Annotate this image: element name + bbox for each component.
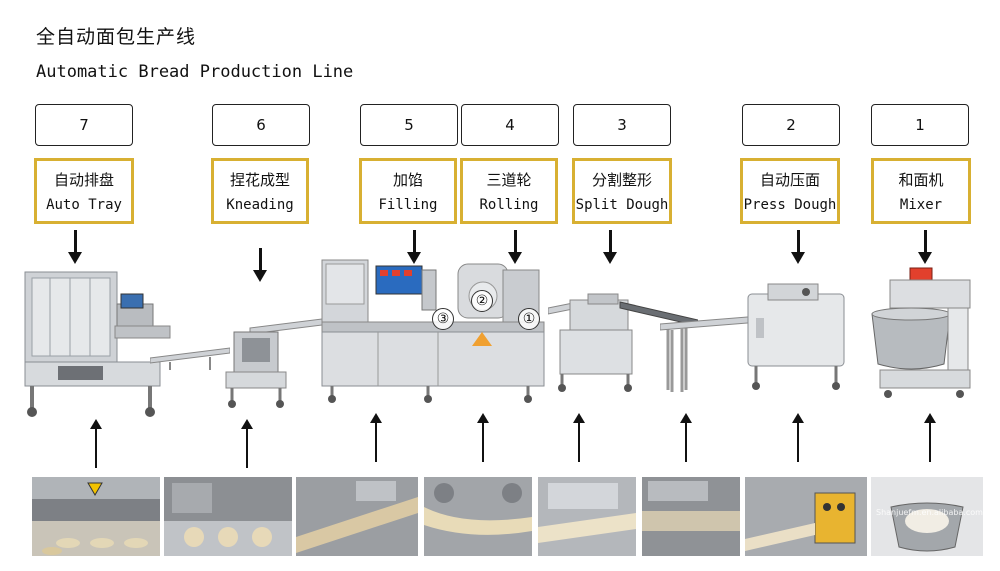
- up-arrow-icon: [241, 419, 253, 468]
- photo-auto-tray: [32, 477, 160, 556]
- stage-label-filling: 加馅 Filling: [359, 158, 457, 224]
- stage-label-en: Filling: [378, 197, 438, 213]
- photo-filling: [296, 477, 418, 556]
- down-arrow-icon: [791, 230, 805, 264]
- stage-label-en: Split Dough: [575, 197, 669, 213]
- tray-conveyor: [150, 347, 230, 370]
- roller-marker-label: ③: [436, 311, 450, 327]
- photo-split-dough: [538, 477, 636, 556]
- stage-number-label: 6: [256, 116, 266, 134]
- stage-number-7: 7: [35, 104, 133, 146]
- stage-label-en: Auto Tray: [46, 197, 122, 213]
- stage-label-en: Kneading: [226, 197, 294, 213]
- stage-label-cn: 捏花成型: [229, 171, 290, 189]
- down-arrow-icon: [918, 230, 932, 264]
- stage-label-cn: 分割整形: [591, 171, 652, 189]
- roller-marker-label: ①: [522, 311, 536, 327]
- stage-label-split-dough: 分割整形 Split Dough: [572, 158, 672, 224]
- up-arrow-icon: [90, 419, 102, 468]
- stage-label-en: Press Dough: [743, 197, 837, 213]
- stage-label-mixer: 和面机 Mixer: [871, 158, 971, 224]
- up-arrow-icon: [573, 413, 585, 462]
- stage-number-1: 1: [871, 104, 969, 146]
- split-dough-machine: [548, 293, 698, 392]
- stage-label-press-dough: 自动压面 Press Dough: [740, 158, 840, 224]
- down-arrow-icon: [508, 230, 522, 264]
- down-arrow-icon: [407, 230, 421, 264]
- roller-marker-label: ②: [475, 293, 489, 309]
- stage-number-2: 2: [742, 104, 840, 146]
- up-arrow-icon: [792, 413, 804, 462]
- stage-label-cn: 自动排盘: [53, 171, 114, 189]
- page-title-cn: 全自动面包生产线: [36, 26, 197, 48]
- photo-rolling: [424, 477, 532, 556]
- stage-number-5: 5: [360, 104, 458, 146]
- down-arrow-icon: [68, 230, 82, 264]
- stage-number-label: 5: [404, 116, 414, 134]
- roller-1-marker: ①: [518, 308, 540, 330]
- photo-press-dough: [642, 477, 740, 556]
- stage-number-label: 4: [505, 116, 515, 134]
- stage-number-3: 3: [573, 104, 671, 146]
- up-arrow-icon: [924, 413, 936, 462]
- page-title-en: Automatic Bread Production Line: [36, 62, 354, 82]
- mixer-machine: [871, 267, 971, 398]
- stage-label-auto-tray: 自动排盘 Auto Tray: [34, 158, 134, 224]
- stage-label-cn: 加馅: [392, 171, 423, 189]
- stage-number-6: 6: [212, 104, 310, 146]
- watermark-text: Shanjuefm.en.alibaba.com: [876, 508, 983, 517]
- photo-mixer: [871, 477, 983, 556]
- stage-label-cn: 和面机: [898, 171, 944, 189]
- up-arrow-icon: [680, 413, 692, 462]
- up-arrow-icon: [477, 413, 489, 462]
- stage-number-label: 3: [617, 116, 627, 134]
- stage-number-4: 4: [461, 104, 559, 146]
- filling-rolling-machine: [321, 259, 545, 403]
- photo-kneading: [164, 477, 292, 556]
- down-arrow-icon: [253, 248, 267, 282]
- stage-number-label: 7: [79, 116, 89, 134]
- auto-tray-machine: [24, 271, 171, 417]
- dough-conveyor: [660, 315, 760, 392]
- roller-3-marker: ③: [432, 308, 454, 330]
- up-arrow-icon: [370, 413, 382, 462]
- stage-label-en: Rolling: [479, 197, 539, 213]
- stage-number-label: 2: [786, 116, 796, 134]
- roller-2-marker: ②: [471, 290, 493, 312]
- stage-label-cn: 自动压面: [759, 171, 820, 189]
- down-arrow-icon: [603, 230, 617, 264]
- stage-label-kneading: 捏花成型 Kneading: [211, 158, 309, 224]
- stage-label-rolling: 三道轮 Rolling: [460, 158, 558, 224]
- press-dough-machine: [747, 283, 845, 390]
- stage-number-label: 1: [915, 116, 925, 134]
- kneading-machine: [225, 318, 330, 408]
- stage-label-en: Mixer: [899, 197, 943, 213]
- stage-label-cn: 三道轮: [486, 171, 532, 189]
- photo-dough-sheet: [745, 477, 867, 556]
